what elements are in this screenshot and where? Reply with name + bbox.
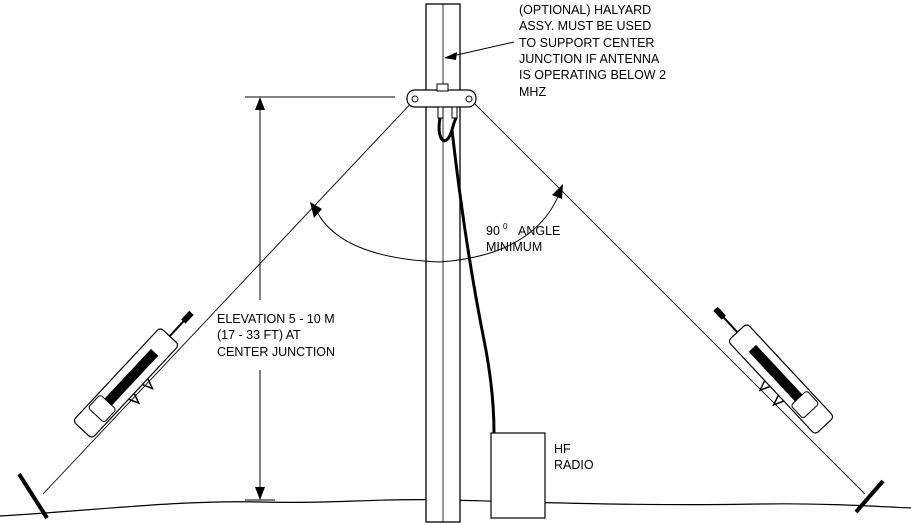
angle-value: 90 xyxy=(486,224,500,238)
radio-label-line: RADIO xyxy=(554,458,594,472)
halyard-note-line: IS OPERATING BELOW 2 xyxy=(519,68,666,82)
halyard-note-line: MHZ xyxy=(519,85,546,99)
halyard-note-line: TO SUPPORT CENTER xyxy=(519,36,654,50)
halyard-note-line: JUNCTION IF ANTENNA xyxy=(519,52,660,66)
ground-stake-left xyxy=(17,472,49,520)
elevation-label-line: (17 - 33 FT) AT xyxy=(217,328,301,342)
coax-feed-line xyxy=(437,117,496,434)
halyard-note-line: (OPTIONAL) HALYARD xyxy=(519,3,651,17)
angle-label: 90 0 ANGLE MINIMUM xyxy=(486,218,564,254)
ground-stake-right xyxy=(854,479,885,514)
halyard-leader xyxy=(444,41,515,60)
antenna-wire-left xyxy=(42,98,416,495)
angle-arrow xyxy=(310,184,563,263)
radio-label-line: HF xyxy=(554,442,571,456)
elevation-label: ELEVATION 5 - 10 M (17 - 33 FT) AT CENTE… xyxy=(217,312,338,359)
balun-right xyxy=(713,306,834,434)
radio-label: HF RADIO xyxy=(554,442,594,472)
elevation-label-line: CENTER JUNCTION xyxy=(217,345,335,359)
center-junction xyxy=(406,83,477,119)
elevation-dimension xyxy=(245,96,395,501)
halyard-note: (OPTIONAL) HALYARD ASSY. MUST BE USED TO… xyxy=(519,3,670,99)
mast xyxy=(425,3,461,523)
antenna-wire-right xyxy=(469,98,866,495)
angle-minimum: MINIMUM xyxy=(486,240,542,254)
hf-radio xyxy=(490,432,546,519)
elevation-label-line: ELEVATION 5 - 10 M xyxy=(217,312,335,326)
balun-left xyxy=(73,310,194,438)
halyard-note-line: ASSY. MUST BE USED xyxy=(519,19,651,33)
angle-word: ANGLE xyxy=(518,224,560,238)
angle-degree-mark: 0 xyxy=(503,222,508,231)
